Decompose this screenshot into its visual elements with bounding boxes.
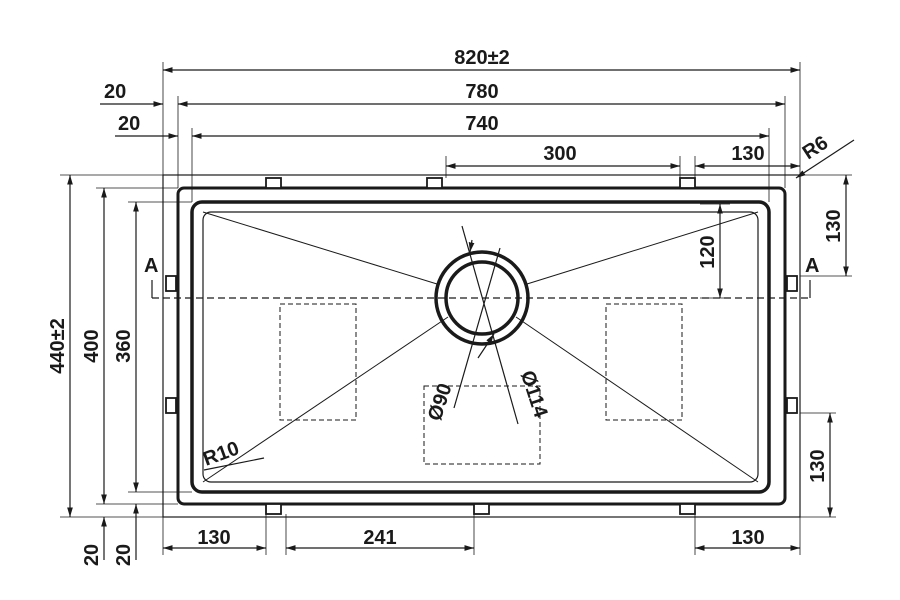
leader-lines <box>203 139 855 471</box>
sink-outline <box>162 174 801 518</box>
mounting-clip <box>473 503 490 515</box>
mounting-clip <box>265 177 282 189</box>
hidden-outlines <box>279 303 683 465</box>
label-780: 780 <box>465 81 498 103</box>
mounting-clip <box>165 397 177 414</box>
label-overall-width: 820±2 <box>454 47 509 69</box>
label-740: 740 <box>465 113 498 135</box>
label-400: 400 <box>81 329 103 362</box>
mounting-clip <box>426 177 443 189</box>
mounting-clip <box>679 503 696 515</box>
section-mark-left: A <box>144 255 158 277</box>
label-130-top: 130 <box>731 143 764 165</box>
label-20-bottom-inner: 20 <box>113 544 135 566</box>
slope-line <box>526 211 759 285</box>
section-mark-right: A <box>805 255 819 277</box>
outer-flange <box>162 174 801 518</box>
label-130-bottom-right: 130 <box>731 527 764 549</box>
mounting-clip <box>679 177 696 189</box>
leader-r10 <box>203 457 265 471</box>
slope-line <box>202 316 449 483</box>
pad-outline-right <box>605 303 683 421</box>
horizontal-dimensions <box>100 67 800 551</box>
label-r10: R10 <box>200 437 242 470</box>
label-20-top: 20 <box>104 81 126 103</box>
label-440: 440±2 <box>47 318 69 373</box>
label-d114: Ø114 <box>516 368 552 421</box>
label-241: 241 <box>363 527 396 549</box>
label-20-second: 20 <box>118 113 140 135</box>
slope-line <box>515 316 759 483</box>
label-d90: Ø90 <box>424 381 457 424</box>
mounting-clips <box>165 177 798 515</box>
label-120: 120 <box>697 235 719 268</box>
label-130-bottom-left: 130 <box>197 527 230 549</box>
leader-r6 <box>795 139 855 179</box>
label-360: 360 <box>113 329 135 362</box>
mounting-clip <box>786 275 798 292</box>
leader-d90 <box>453 247 501 409</box>
pad-outline-center <box>423 385 541 465</box>
pad-outline-left <box>279 303 357 421</box>
label-300: 300 <box>543 143 576 165</box>
mounting-clip <box>265 503 282 515</box>
label-20-bottom-outer: 20 <box>81 544 103 566</box>
leader-d114 <box>461 225 519 425</box>
label-130-right-bottom: 130 <box>807 449 829 482</box>
mounting-clip <box>786 397 798 414</box>
leader-d114-arrow <box>468 239 475 253</box>
bowl-bottom <box>202 211 759 483</box>
mounting-clip <box>165 275 177 292</box>
rim-edge <box>176 186 787 506</box>
section-line-a: A A <box>144 255 819 299</box>
bowl-top-edge <box>190 200 771 494</box>
slope-line <box>202 211 438 285</box>
leader-d90-arrow <box>477 333 495 359</box>
vertical-dimensions <box>67 175 849 560</box>
label-r6: R6 <box>799 132 832 164</box>
label-130-right-top: 130 <box>823 209 845 242</box>
